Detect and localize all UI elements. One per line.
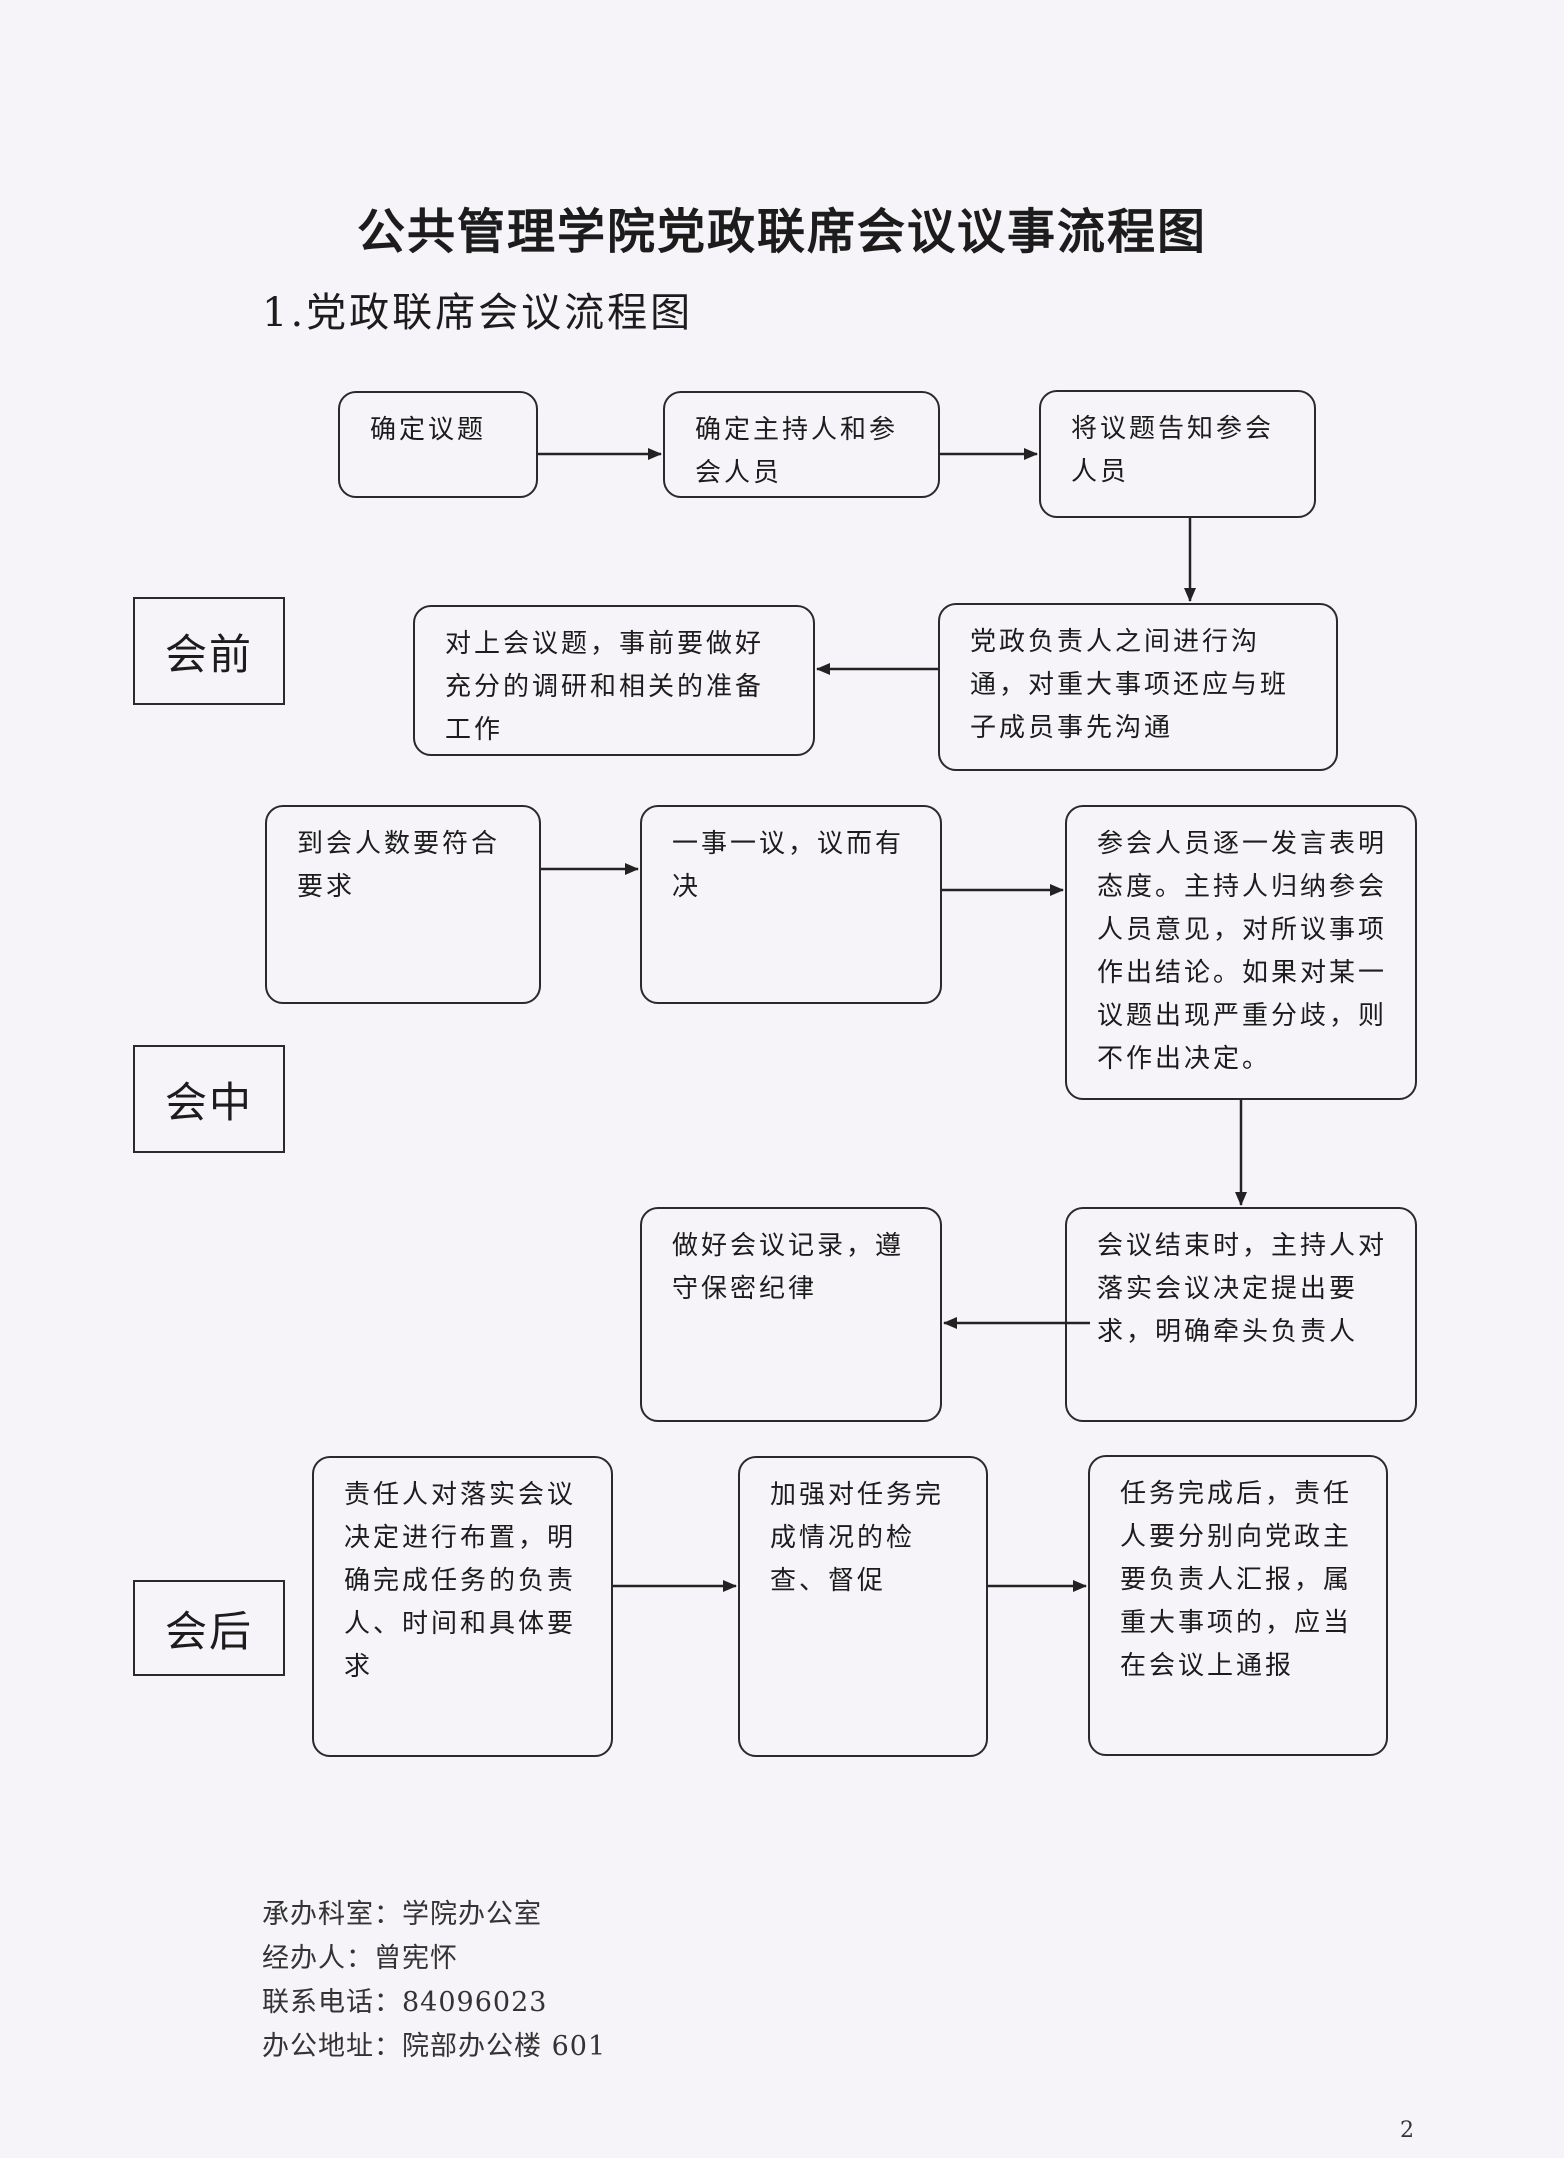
step-leaders-communicate: 党政负责人之间进行沟通，对重大事项还应与班子成员事先沟通 <box>938 603 1338 771</box>
step-speak-and-conclude: 参会人员逐一发言表明态度。主持人归纳参会人员意见，对所议事项作出结论。如果对某一… <box>1065 805 1417 1100</box>
address-line: 办公地址：院部办公楼 601 <box>262 2031 607 2062</box>
page-title: 公共管理学院党政联席会议议事流程图 <box>356 204 1207 260</box>
step-assign-tasks: 责任人对落实会议决定进行布置，明确完成任务的负责人、时间和具体要求 <box>312 1456 613 1757</box>
phase-label-after: 会后 <box>133 1580 285 1676</box>
step-meeting-end-requirements: 会议结束时，主持人对落实会议决定提出要求，明确牵头负责人 <box>1065 1207 1417 1422</box>
step-notify-attendees: 将议题告知参会人员 <box>1039 390 1316 518</box>
office-line: 承办科室：学院办公室 <box>262 1899 542 1930</box>
step-confirm-topic: 确定议题 <box>338 391 538 498</box>
handler-line: 经办人：曾宪怀 <box>262 1943 458 1974</box>
step-minutes-confidentiality: 做好会议记录，遵守保密纪律 <box>640 1207 942 1422</box>
step-confirm-host-attendees: 确定主持人和参会人员 <box>663 391 940 498</box>
step-one-matter-one-discussion: 一事一议，议而有决 <box>640 805 942 1004</box>
step-inspect-supervise: 加强对任务完成情况的检查、督促 <box>738 1456 988 1757</box>
phase-label-during: 会中 <box>133 1045 285 1153</box>
phase-label-before: 会前 <box>133 597 285 705</box>
step-prepare-topics: 对上会议题，事前要做好充分的调研和相关的准备工作 <box>413 605 815 756</box>
section-subtitle: 1.党政联席会议流程图 <box>262 290 694 336</box>
contact-info: 承办科室：学院办公室 经办人：曾宪怀 联系电话：84096023 办公地址：院部… <box>262 1893 606 2069</box>
page-number: 2 <box>1400 2118 1414 2143</box>
step-report-completion: 任务完成后，责任人要分别向党政主要负责人汇报，属重大事项的，应当在会议上通报 <box>1088 1455 1388 1756</box>
step-quorum: 到会人数要符合要求 <box>265 805 541 1004</box>
phone-line: 联系电话：84096023 <box>262 1987 548 2018</box>
